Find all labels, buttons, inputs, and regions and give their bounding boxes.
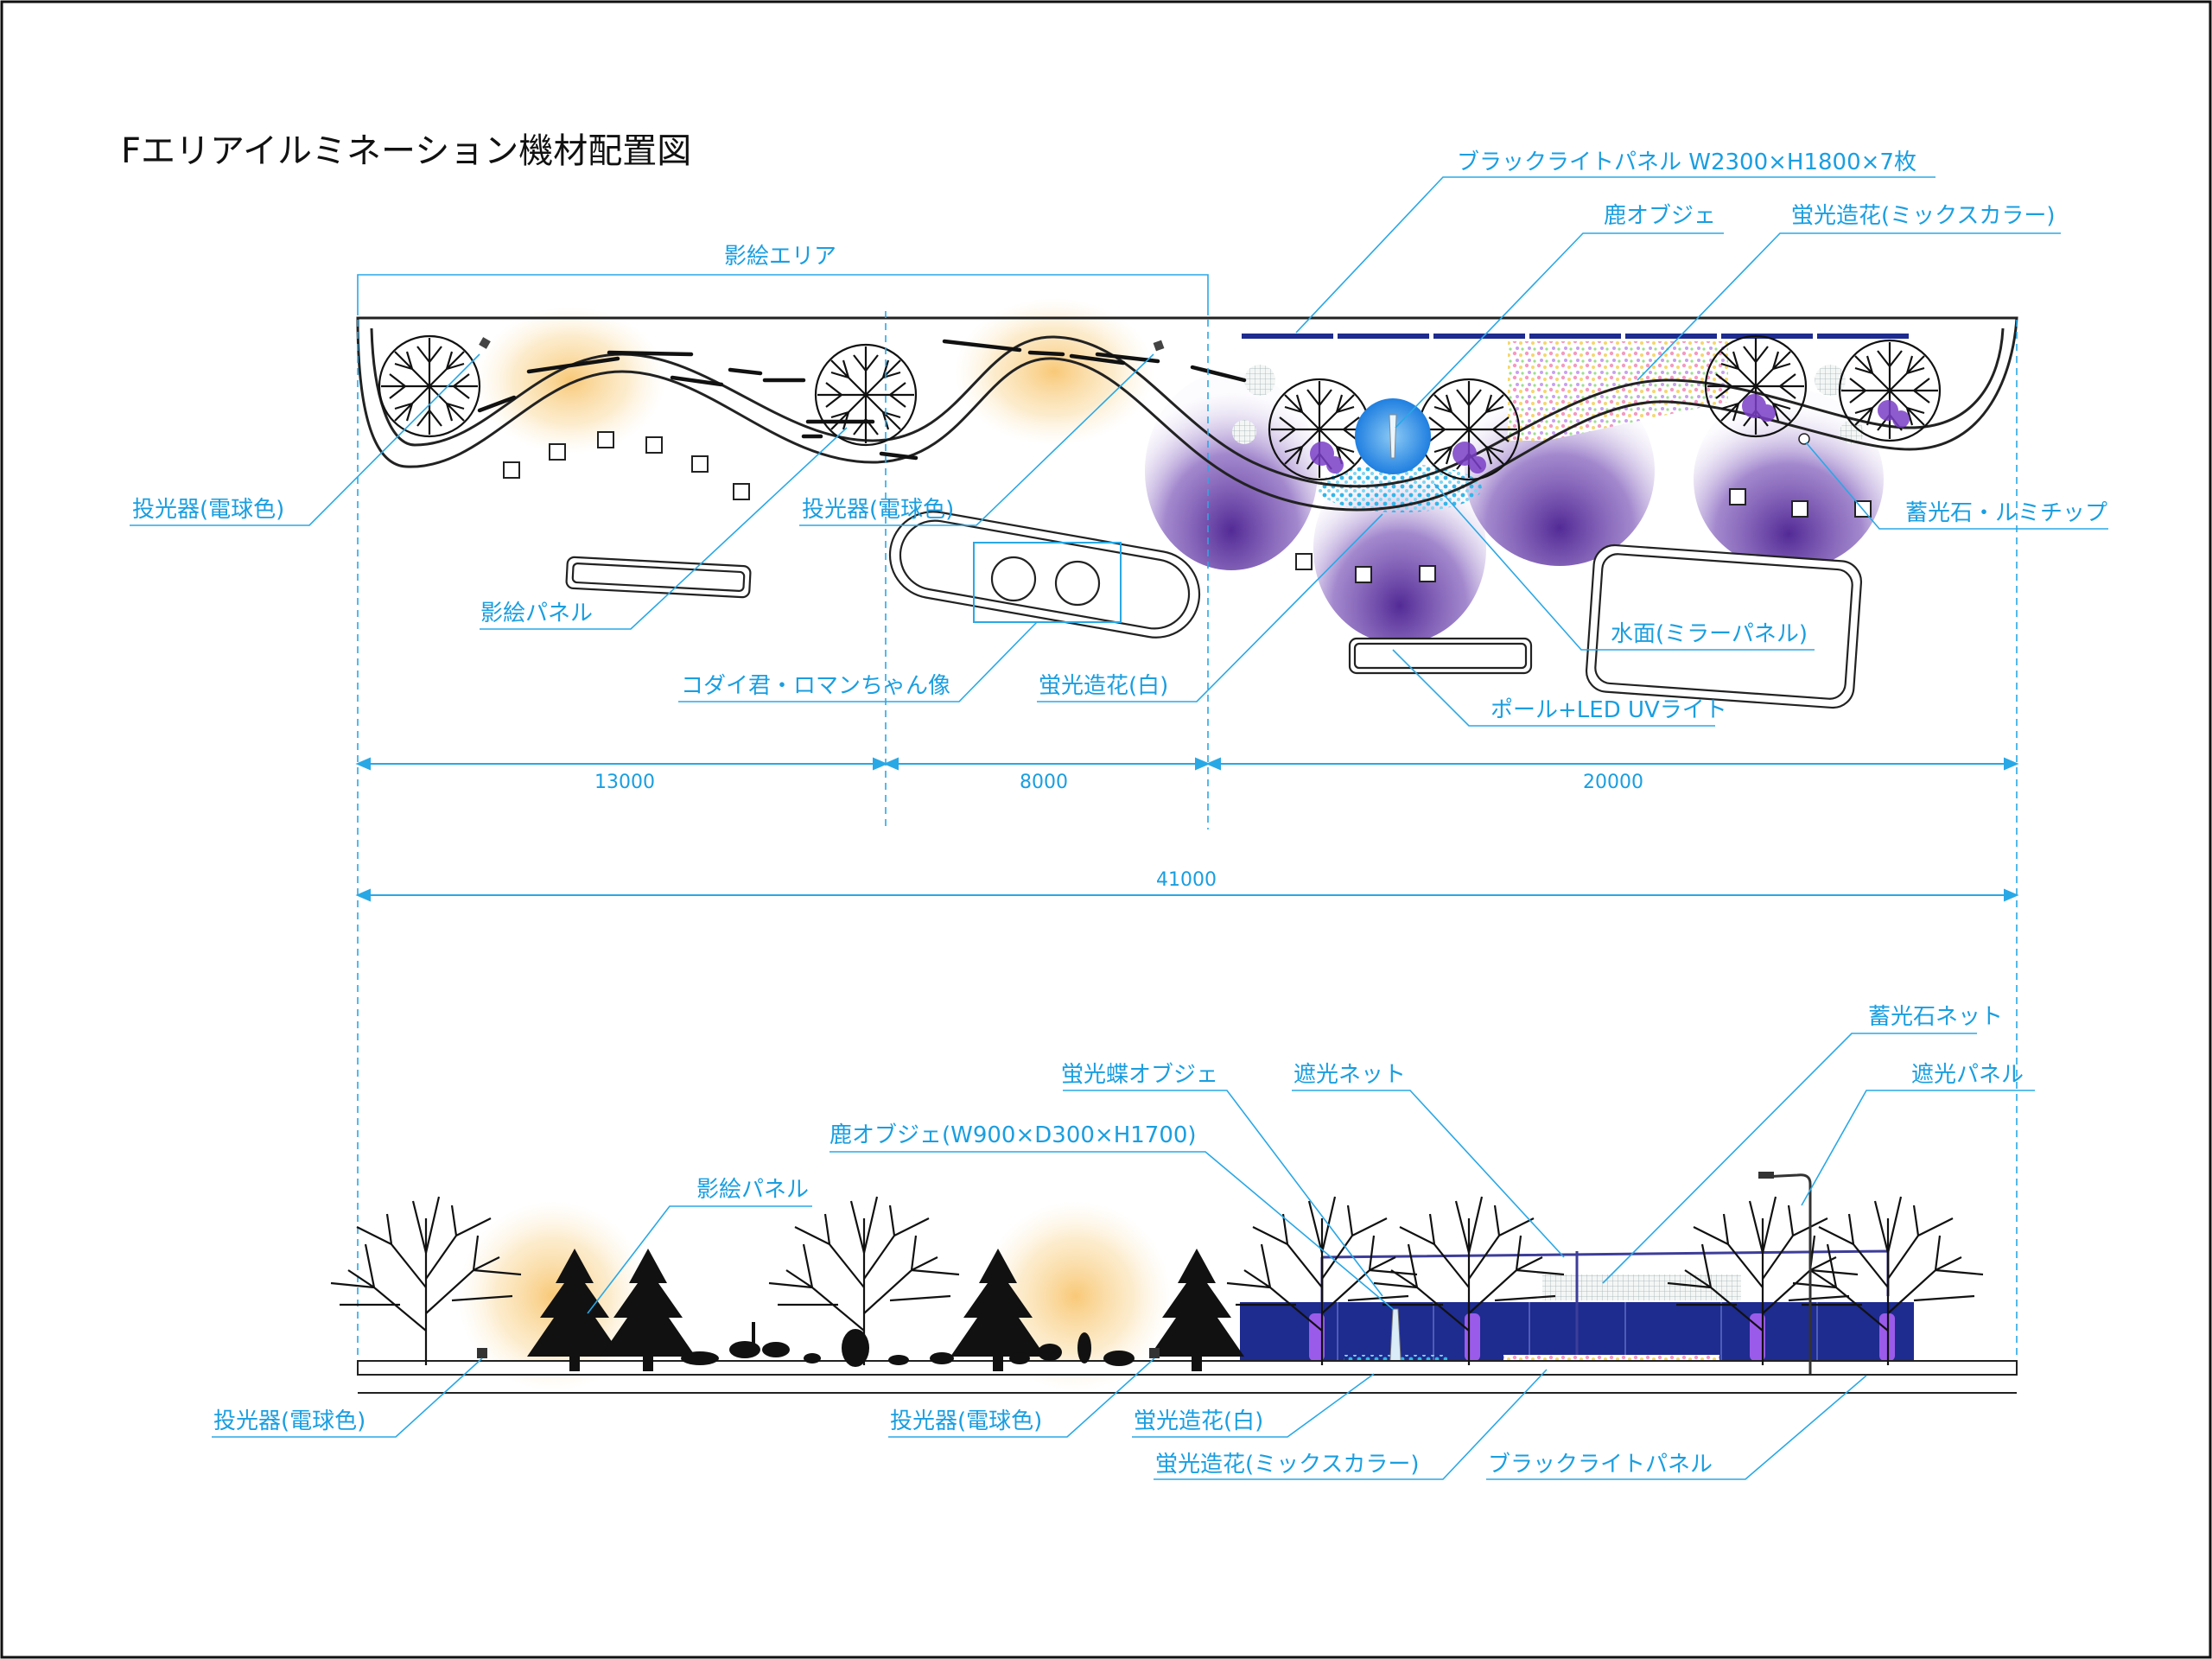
- plan-view: 影絵エリア: [130, 149, 2108, 1374]
- label-butterfly-object: 蛍光蝶オブジェ: [1061, 1062, 1218, 1088]
- label-shade-net: 遮光ネット: [1294, 1062, 1406, 1088]
- page-title: Fエリアイルミネーション機材配置図: [121, 131, 691, 171]
- label-flower-mix-plan: 蛍光造花(ミックスカラー): [1791, 203, 2056, 229]
- label-luminous-stone-plan: 蓄光石・ルミチップ: [1905, 500, 2107, 526]
- label-projector-left-elev: 投光器(電球色): [213, 1408, 365, 1434]
- label-luminous-net: 蓄光石ネット: [1868, 1004, 2003, 1030]
- label-blacklight-panel-elev: ブラックライトパネル: [1488, 1452, 1713, 1478]
- label-deer-object-plan: 鹿オブジェ: [1604, 203, 1716, 229]
- label-shade-panel: 遮光パネル: [1911, 1062, 2024, 1088]
- label-flower-white-elev: 蛍光造花(白): [1134, 1408, 1263, 1434]
- label-pole-uv-plan: ポール+LED UVライト: [1491, 697, 1727, 723]
- label-flower-mix-elev: 蛍光造花(ミックスカラー): [1155, 1452, 1420, 1478]
- label-statue-plan: コダイ君・ロマンちゃん像: [681, 673, 950, 699]
- dimension-20000: 20000: [1583, 772, 1643, 793]
- label-projector-mid-plan: 投光器(電球色): [802, 497, 954, 523]
- label-shadow-panel-elev: 影絵パネル: [696, 1177, 809, 1203]
- label-deer-object-dims: 鹿オブジェ(W900×D300×H1700): [830, 1122, 1197, 1148]
- label-flower-white-plan: 蛍光造花(白): [1039, 673, 1168, 699]
- label-shadow-panel-plan: 影絵パネル: [480, 601, 593, 626]
- label-water-surface-plan: 水面(ミラーパネル): [1611, 621, 1808, 647]
- label-projector-left-plan: 投光器(電球色): [132, 497, 284, 523]
- elevation-view: 蓄光石ネット 蛍光蝶オブジェ 遮光ネット 遮光パネル 鹿オブジェ(W900×D3…: [212, 1004, 2035, 1480]
- dimension-41000: 41000: [1156, 869, 1217, 891]
- label-blacklight-panel-plan: ブラックライトパネル W2300×H1800×7枚: [1457, 149, 1916, 175]
- label-projector-mid-elev: 投光器(電球色): [890, 1408, 1042, 1434]
- shadow-area-label: 影絵エリア: [724, 244, 836, 270]
- dimension-8000: 8000: [1020, 772, 1068, 793]
- dimension-13000: 13000: [594, 772, 655, 793]
